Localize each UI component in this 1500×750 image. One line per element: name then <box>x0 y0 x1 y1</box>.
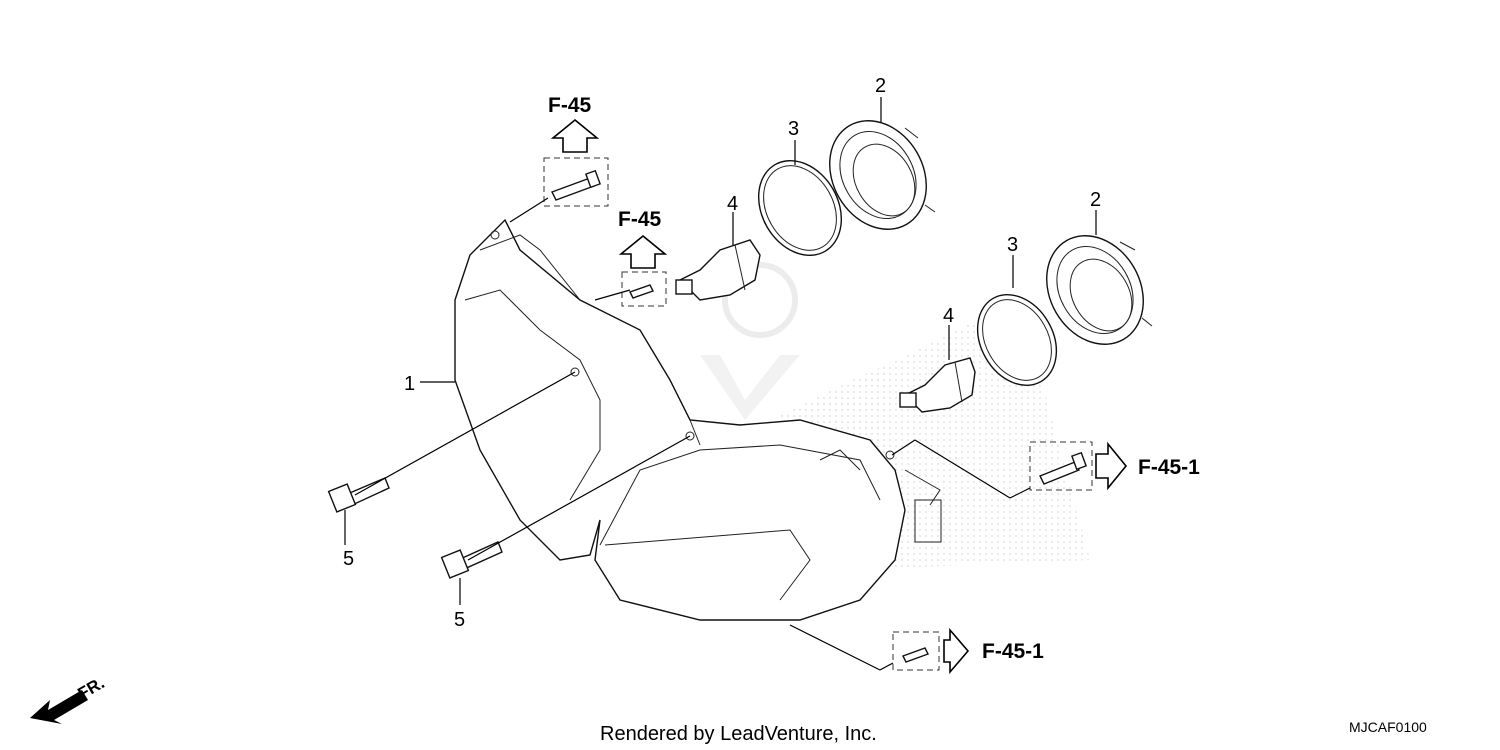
o-ring-b <box>976 294 1058 386</box>
callout-4: 4 <box>943 305 954 327</box>
up-arrow-icon <box>618 234 668 269</box>
callout-4: 4 <box>727 193 738 215</box>
screw-box-top-a <box>543 157 609 207</box>
footer-credit: Rendered by LeadVenture, Inc. <box>600 723 877 745</box>
front-indicator: FR. <box>30 673 108 724</box>
ref-f45: F-45 <box>548 94 592 117</box>
callout-2: 2 <box>1090 189 1101 211</box>
ref-f45-1: F-45-1 <box>1138 456 1200 479</box>
callout-3: 3 <box>1007 234 1018 256</box>
bolt-a <box>327 477 390 513</box>
leader-lines <box>344 97 1097 671</box>
callout-2: 2 <box>875 75 886 97</box>
callout-5: 5 <box>454 609 465 631</box>
bulb-b <box>899 357 976 413</box>
right-arrow-icon <box>943 627 970 675</box>
up-arrow-icon <box>550 118 600 153</box>
callout-5: 5 <box>343 548 354 570</box>
screw-box-right-b <box>892 631 940 671</box>
front-arrow-icon <box>30 690 88 724</box>
screw-box-right-a <box>1029 441 1093 491</box>
diagram-code: MJCAF0100 <box>1349 719 1427 735</box>
ref-f45: F-45 <box>618 208 662 231</box>
dust-cover-b <box>1046 235 1153 345</box>
ref-f45-1: F-45-1 <box>982 640 1044 663</box>
right-arrow-icon <box>1095 441 1128 491</box>
o-ring-a <box>757 160 843 256</box>
dust-cover-a <box>829 120 936 230</box>
bolt-b <box>440 541 503 579</box>
bulb-a <box>675 239 761 301</box>
callout-1: 1 <box>404 373 415 395</box>
screw-box-top-b <box>621 271 667 307</box>
callout-3: 3 <box>788 118 799 140</box>
